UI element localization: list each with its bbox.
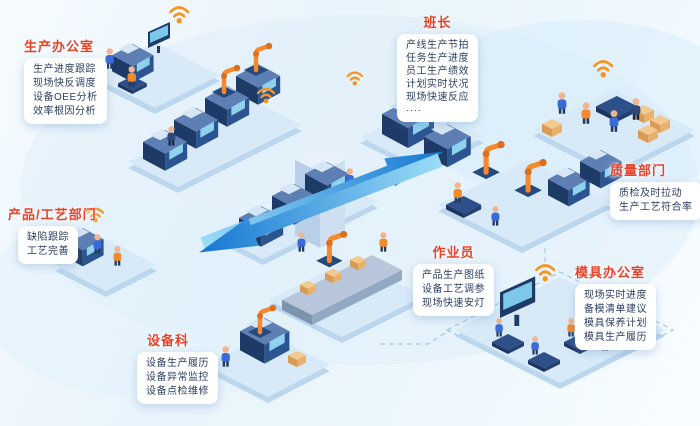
callout-item: 产线生产节拍: [406, 40, 469, 51]
callout-foreman: 班长 产线生产节拍 任务生产进度 员工生产绩效 计划实时状况 现场快速反应 ··…: [397, 12, 478, 122]
callout-item: 设备生产履历: [146, 358, 209, 369]
callout-item: 计划实时状况: [406, 79, 469, 90]
callout-item: 设备OEE分析: [33, 92, 98, 103]
callout-item: 模具保养计划: [584, 318, 647, 329]
callout-item: 模具生产履历: [584, 332, 647, 343]
callout-operator: 作业员 产品生产图纸 设备工艺调参 现场快速安灯: [413, 242, 494, 316]
callout-items: 生产进度跟踪 现场快反调度 设备OEE分析 效率根因分析: [24, 58, 107, 124]
callout-title: 班长: [423, 15, 452, 30]
callout-item: 现场实时进度: [584, 290, 647, 301]
callout-title: 质量部门: [610, 163, 667, 178]
callout-items: 产线生产节拍 任务生产进度 员工生产绩效 计划实时状况 现场快速反应 ····: [397, 34, 478, 122]
callout-item: ····: [406, 105, 422, 116]
callout-equipment-section: 设备科 设备生产履历 设备异常监控 设备点检维修: [137, 330, 218, 404]
callout-item: 效率根因分析: [33, 106, 96, 117]
callout-items: 缺陷跟踪 工艺完善: [18, 226, 78, 264]
callout-item: 设备异常监控: [146, 372, 209, 383]
callout-items: 设备生产履历 设备异常监控 设备点检维修: [137, 352, 218, 404]
callout-mold-office: 模具办公室 现场实时进度 备模清单建议 模具保养计划 模具生产履历: [575, 262, 656, 350]
callout-item: 质检及时拉动: [619, 188, 682, 199]
callout-production-office: 生产办公室 生产进度跟踪 现场快反调度 设备OEE分析 效率根因分析: [24, 36, 107, 124]
callout-item: 产品生产图纸: [422, 270, 485, 281]
callout-items: 产品生产图纸 设备工艺调参 现场快速安灯: [413, 264, 494, 316]
callout-items: 现场实时进度 备模清单建议 模具保养计划 模具生产履历: [575, 284, 656, 350]
callout-item: 任务生产进度: [406, 53, 469, 64]
callout-item: 缺陷跟踪: [27, 232, 69, 243]
callout-quality-department: 质量部门 质检及时拉动 生产工艺符合率: [610, 160, 700, 220]
callout-product-process-department: 产品/工艺部门 缺陷跟踪 工艺完善: [8, 204, 97, 264]
callout-item: 现场快速反应: [406, 92, 469, 103]
callout-items: 质检及时拉动 生产工艺符合率: [610, 182, 700, 220]
callout-item: 设备点检维修: [146, 386, 209, 397]
callout-item: 现场快反调度: [33, 78, 96, 89]
callout-title: 设备科: [147, 333, 190, 348]
callout-title: 生产办公室: [24, 39, 95, 54]
callout-item: 现场快速安灯: [422, 298, 485, 309]
wifi-icon: [169, 6, 190, 25]
flow-arrow-down-icon: [199, 153, 443, 253]
callout-item: 设备工艺调参: [422, 284, 485, 295]
callout-item: 工艺完善: [27, 246, 69, 257]
callout-item: 员工生产绩效: [406, 66, 469, 77]
callout-item: 备模清单建议: [584, 304, 647, 315]
conveyor-belt: [282, 255, 402, 325]
callout-title: 模具办公室: [575, 265, 646, 280]
callout-item: 生产工艺符合率: [619, 202, 693, 213]
callout-title: 作业员: [432, 245, 475, 260]
callout-title: 产品/工艺部门: [8, 207, 97, 222]
callout-item: 生产进度跟踪: [33, 64, 96, 75]
